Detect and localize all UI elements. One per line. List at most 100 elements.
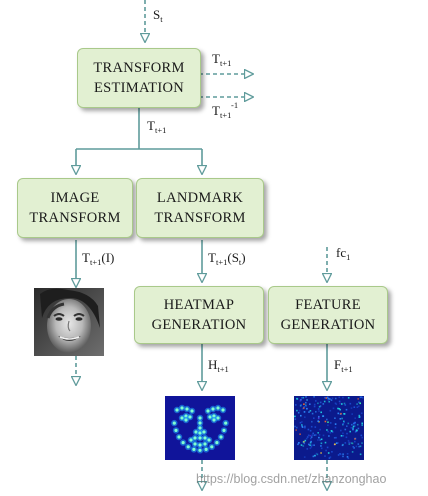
feature-speckle bbox=[360, 434, 363, 437]
feature-speckle bbox=[348, 441, 350, 444]
feature-speckle bbox=[344, 428, 347, 431]
heatmap-dot bbox=[198, 448, 202, 452]
heatmap-dot bbox=[198, 421, 202, 425]
feature-speckle bbox=[357, 398, 359, 400]
feature-speckle bbox=[352, 446, 355, 448]
feature-speckle bbox=[317, 402, 319, 405]
feature-speckle bbox=[346, 456, 349, 458]
feature-speckle bbox=[361, 442, 363, 444]
feature-speckle bbox=[338, 408, 341, 410]
feature-speckle bbox=[345, 408, 348, 411]
feature-speckle bbox=[358, 414, 361, 417]
feature-speckle bbox=[318, 410, 320, 412]
feature-speckle bbox=[304, 439, 307, 442]
heatmap-dot bbox=[224, 421, 228, 425]
heatmap-dot bbox=[198, 431, 202, 435]
heatmap-dot bbox=[208, 415, 212, 419]
feature-speckle bbox=[347, 422, 350, 425]
feature-speckle bbox=[341, 417, 343, 420]
feature-speckle bbox=[317, 432, 319, 434]
feature-speckle bbox=[312, 432, 314, 435]
feature-speckle bbox=[299, 433, 301, 435]
feature-speckle bbox=[326, 396, 329, 399]
feature-speckle bbox=[361, 436, 363, 439]
feature-speckle bbox=[296, 409, 298, 412]
feature-generation-box: FEATURE GENERATION bbox=[268, 286, 388, 344]
feature-speckle bbox=[303, 456, 306, 458]
feature-speckle bbox=[315, 434, 317, 436]
feature-speckle bbox=[341, 444, 344, 447]
feature-speckle bbox=[349, 402, 352, 405]
feature-speckle bbox=[327, 430, 329, 433]
feature-speckle bbox=[316, 453, 319, 456]
feature-speckle bbox=[303, 406, 306, 408]
feature-speckle bbox=[309, 429, 312, 432]
feature-speckle bbox=[340, 429, 342, 432]
feature-speckle bbox=[340, 453, 342, 456]
image-transform-box: IMAGE TRANSFORM bbox=[17, 178, 133, 238]
feature-speckle bbox=[359, 453, 362, 456]
feature-speckle bbox=[296, 398, 299, 400]
heatmap-dot bbox=[189, 438, 193, 442]
watermark-text: https://blog.csdn.net/zhanzonghao bbox=[196, 472, 387, 486]
feature-speckle bbox=[305, 437, 308, 440]
heatmap-dot bbox=[216, 416, 220, 420]
feature-speckle bbox=[361, 424, 363, 426]
feature-speckle bbox=[324, 396, 326, 399]
feature-speckle bbox=[358, 401, 360, 404]
heatmap-dot bbox=[188, 415, 192, 419]
feature-speckle bbox=[340, 435, 343, 437]
feature-speckle bbox=[350, 407, 353, 409]
feature-speckle bbox=[327, 452, 330, 454]
feature-speckle bbox=[328, 457, 331, 459]
feature-speckle bbox=[357, 443, 360, 445]
feature-speckle bbox=[346, 453, 349, 455]
feature-speckle bbox=[301, 426, 304, 428]
heatmap-dot bbox=[198, 416, 202, 420]
feature-speckle bbox=[314, 426, 317, 428]
feature-speckle bbox=[337, 454, 340, 456]
feature-speckle bbox=[303, 407, 305, 409]
heatmap-dot bbox=[174, 428, 178, 432]
feature-speckle bbox=[300, 404, 302, 406]
feature-speckle bbox=[310, 440, 312, 443]
feature-speckle bbox=[308, 411, 310, 413]
feature-speckle bbox=[342, 453, 344, 455]
feature-speckle bbox=[298, 409, 301, 412]
feature-speckle bbox=[319, 428, 321, 431]
feature-speckle bbox=[307, 434, 310, 437]
heatmap-dot bbox=[181, 441, 185, 445]
feature-speckle bbox=[324, 455, 326, 457]
face-image bbox=[34, 288, 104, 356]
feature-speckle bbox=[327, 397, 330, 400]
feature-speckle bbox=[358, 416, 361, 418]
transform-estimation-label: TRANSFORM ESTIMATION bbox=[93, 60, 185, 96]
feature-speckle bbox=[302, 396, 305, 399]
t-mid-label: Tt+1 bbox=[147, 118, 167, 136]
feature-speckle bbox=[307, 428, 310, 431]
feature-speckle bbox=[311, 444, 313, 446]
feature-speckle bbox=[295, 404, 297, 406]
feature-speckle bbox=[320, 411, 322, 414]
feature-speckle bbox=[329, 422, 332, 424]
feature-speckle bbox=[306, 399, 308, 401]
feature-speckle bbox=[337, 407, 339, 410]
feature-map-image bbox=[294, 396, 364, 460]
transform-estimation-box: TRANSFORM ESTIMATION bbox=[77, 48, 201, 108]
feature-speckle bbox=[306, 448, 309, 450]
feature-speckle bbox=[334, 402, 337, 405]
feature-speckle bbox=[320, 445, 322, 447]
heatmap-dot bbox=[206, 409, 210, 413]
feature-speckle bbox=[318, 415, 320, 418]
heatmap-dot bbox=[219, 435, 223, 439]
feature-speckle bbox=[312, 455, 315, 458]
f-out-label: Ft+1 bbox=[334, 357, 353, 375]
feature-generation-label: FEATURE GENERATION bbox=[280, 297, 376, 333]
feature-speckle bbox=[352, 425, 355, 428]
feature-speckle bbox=[334, 426, 337, 429]
feature-speckle bbox=[303, 403, 305, 405]
heatmap-dot bbox=[215, 441, 219, 445]
heatmap-dot bbox=[186, 445, 190, 449]
feature-speckle bbox=[353, 406, 356, 408]
